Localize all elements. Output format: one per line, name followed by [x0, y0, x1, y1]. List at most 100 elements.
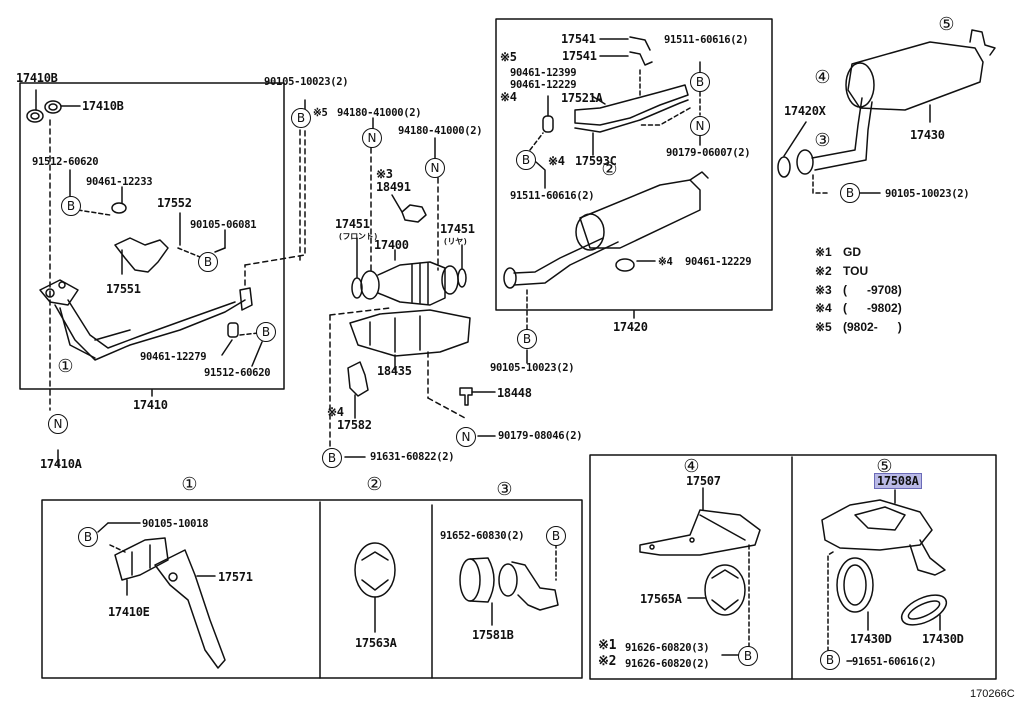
part-label[interactable]: 90105-10023(2): [490, 362, 575, 374]
part-label[interactable]: 17582: [337, 418, 372, 432]
part-label[interactable]: 17410B: [82, 99, 124, 113]
part-label[interactable]: 91631-60822(2): [370, 451, 455, 463]
part-label[interactable]: 94180-41000(2): [398, 125, 483, 137]
part-label[interactable]: 17410: [133, 398, 168, 412]
note-text-2: TOU: [843, 264, 869, 278]
part-label[interactable]: 17507: [686, 474, 721, 488]
part-label[interactable]: 17571: [218, 570, 253, 584]
note-text-5: (9802- ): [843, 320, 902, 334]
part-label[interactable]: 90461-12229: [510, 79, 577, 91]
bolt-symbol: B: [256, 322, 276, 342]
part-label[interactable]: 91511-60616(2): [510, 190, 595, 202]
part-label[interactable]: 17400: [374, 238, 409, 252]
part-label[interactable]: 17410E: [108, 605, 150, 619]
part-label[interactable]: 90105-10023(2): [885, 188, 970, 200]
callout-5-detail: ⑤: [875, 456, 894, 477]
part-label[interactable]: 17563A: [355, 636, 397, 650]
ring-17430D-b: [900, 594, 948, 626]
note-mark: ※1: [598, 638, 617, 653]
note-mark-5: ※5: [815, 320, 832, 334]
bracket-17507: [639, 509, 761, 556]
part-label[interactable]: 91652-60830(2): [440, 530, 525, 542]
part-label[interactable]: 17430D: [922, 632, 964, 646]
box-detail-1-3: [41, 499, 583, 679]
part-label[interactable]: 17451: [335, 217, 370, 231]
highlighted-part-label[interactable]: 17508A: [874, 473, 922, 489]
part-label[interactable]: 90105-10018: [142, 518, 209, 530]
part-label[interactable]: 91651-60616(2): [852, 656, 937, 668]
callout-2-detail: ②: [365, 474, 384, 495]
part-label[interactable]: 17430: [910, 128, 945, 142]
nut-symbol: N: [362, 128, 382, 148]
part-sublabel: (フロント): [338, 232, 378, 241]
muffler-17420: [503, 171, 709, 289]
part-label[interactable]: 91511-60616(2): [664, 34, 749, 46]
part-label[interactable]: 17410B: [16, 71, 58, 85]
box-detail-4-5: [589, 454, 997, 680]
hanger-17565A: [704, 564, 746, 616]
part-label[interactable]: 17541: [562, 49, 597, 63]
part-label[interactable]: 94180-41000(2): [337, 107, 422, 119]
bolt-symbol: B: [61, 196, 81, 216]
box-front-pipe: [19, 82, 285, 390]
part-label[interactable]: 18491: [376, 180, 411, 194]
bolt-symbol: B: [820, 650, 840, 670]
bracket-17508A: [821, 499, 946, 576]
part-label[interactable]: 17551: [106, 282, 141, 296]
part-label[interactable]: 17581B: [472, 628, 514, 642]
part-label[interactable]: 17410A: [40, 457, 82, 471]
bolt-symbol: B: [291, 108, 311, 128]
part-label[interactable]: 90105-10023(2): [264, 76, 349, 88]
insulator-17521A: [574, 84, 689, 133]
part-label[interactable]: 17521A: [561, 91, 603, 105]
part-label[interactable]: 17451: [440, 222, 475, 236]
bolt-symbol: B: [322, 448, 342, 468]
part-label[interactable]: 90179-08046(2): [498, 430, 583, 442]
callout-5-tail: ⑤: [937, 14, 956, 35]
hanger-17563A: [354, 542, 396, 598]
bolt-symbol: B: [690, 72, 710, 92]
part-label[interactable]: 91626-60820(2): [625, 658, 710, 670]
nut-symbol: N: [456, 427, 476, 447]
note-mark: ※4: [327, 405, 344, 419]
callout-2-center-pipe: ②: [600, 159, 619, 180]
part-label[interactable]: 90461-12399: [510, 67, 577, 79]
callout-3-detail: ③: [495, 479, 514, 500]
part-label[interactable]: 17420: [613, 320, 648, 334]
callout-1-front-pipe: ①: [56, 356, 75, 377]
bolt-symbol: B: [840, 183, 860, 203]
part-label[interactable]: 17420X: [784, 104, 826, 118]
part-label[interactable]: 17430D: [850, 632, 892, 646]
note-text-1: GD: [843, 245, 861, 259]
part-label[interactable]: 90461-12233: [86, 176, 153, 188]
note-mark-1: ※1: [815, 245, 832, 259]
part-label[interactable]: 18448: [497, 386, 532, 400]
part-label[interactable]: 91512-60620: [32, 156, 99, 168]
nut-symbol: N: [48, 414, 68, 434]
gasket-17410B-a: [26, 109, 44, 123]
note-text-3: ( -9708): [843, 283, 902, 297]
box-center-pipe: [495, 18, 773, 311]
part-label[interactable]: 90179-06007(2): [666, 147, 751, 159]
note-mark: ※4: [548, 154, 565, 168]
bolt-symbol: B: [546, 526, 566, 546]
part-label[interactable]: 90105-06081: [190, 219, 257, 231]
part-label[interactable]: 17565A: [640, 592, 682, 606]
bolt-symbol: B: [198, 252, 218, 272]
nut-symbol: N: [425, 158, 445, 178]
clamp-90461-12229: [615, 258, 635, 272]
part-label[interactable]: 18435: [377, 364, 412, 378]
bolt-symbol: B: [517, 329, 537, 349]
part-label[interactable]: 17552: [157, 196, 192, 210]
part-label[interactable]: 90461-12229: [685, 256, 752, 268]
part-label[interactable]: 91626-60820(3): [625, 642, 710, 654]
nut-symbol: N: [690, 116, 710, 136]
part-label[interactable]: 17593C: [575, 154, 617, 168]
part-label[interactable]: 91512-60620: [204, 367, 271, 379]
part-label[interactable]: 17541: [561, 32, 596, 46]
part-label[interactable]: 90461-12279: [140, 351, 207, 363]
muffler-17430: [796, 29, 996, 175]
note-mark-2: ※2: [815, 264, 832, 278]
figure-id: 170266C: [970, 688, 1015, 700]
